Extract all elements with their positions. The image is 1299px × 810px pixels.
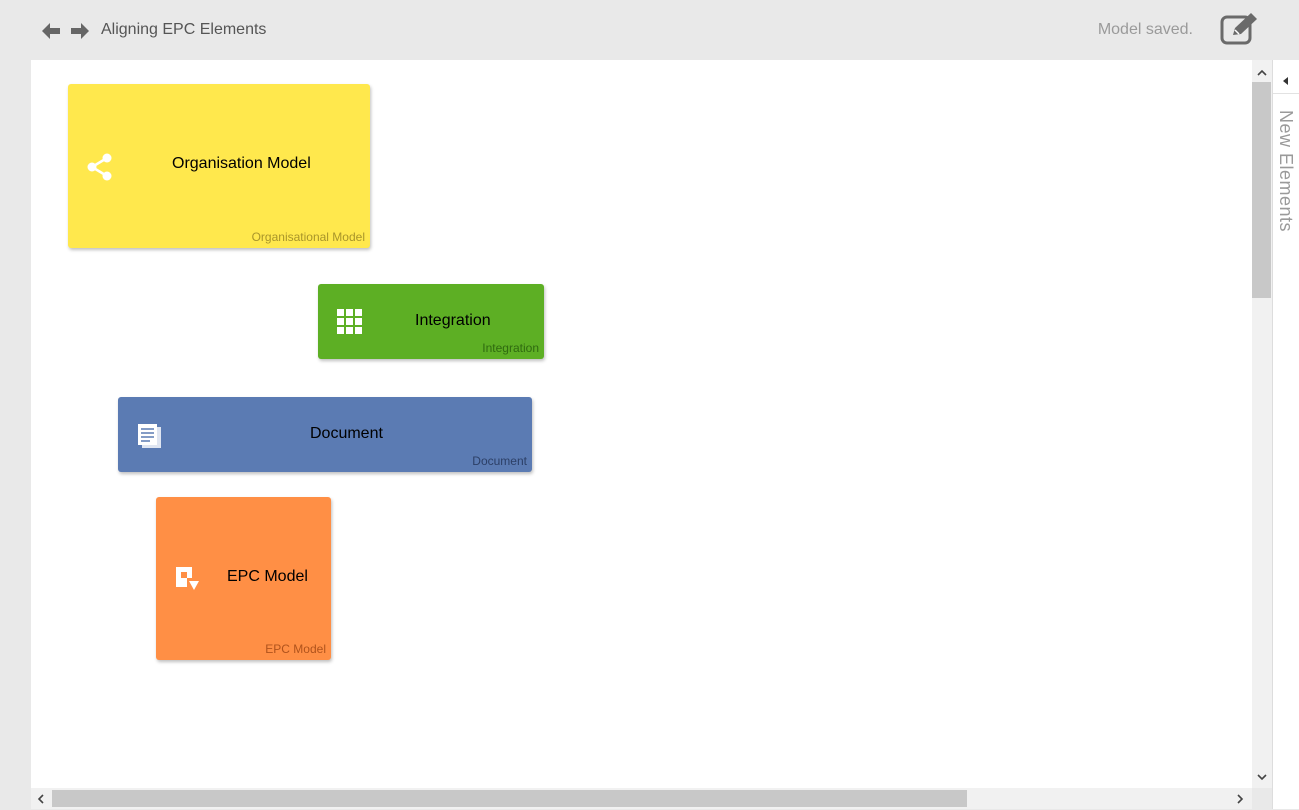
epc-model-icon [175, 566, 201, 597]
vertical-scroll-thumb[interactable] [1252, 82, 1271, 298]
element-type: Organisational Model [251, 230, 365, 244]
top-bar: Aligning EPC Elements Model saved. [0, 0, 1299, 60]
caret-left-icon[interactable] [1273, 68, 1299, 94]
share-icon [87, 153, 113, 186]
element-type: EPC Model [265, 642, 326, 656]
new-elements-label[interactable]: New Elements [1276, 110, 1296, 233]
scroll-left-icon[interactable] [35, 792, 47, 804]
edit-icon[interactable] [1219, 11, 1259, 47]
model-canvas[interactable]: Organisation Model Organisational Model … [31, 60, 1252, 788]
element-label: EPC Model [227, 568, 308, 585]
element-type: Document [472, 454, 527, 468]
element-document[interactable]: Document Document [118, 397, 532, 472]
document-icon [137, 423, 163, 454]
scroll-right-icon[interactable] [1234, 792, 1246, 804]
horizontal-scroll-thumb[interactable] [52, 790, 967, 807]
element-label: Integration [415, 312, 491, 329]
element-epc-model[interactable]: EPC Model EPC Model [156, 497, 331, 660]
vertical-scrollbar[interactable] [1252, 60, 1272, 788]
grid-icon [337, 309, 363, 340]
element-label: Document [310, 425, 383, 442]
element-label: Organisation Model [172, 155, 311, 172]
arrow-right-icon[interactable] [69, 20, 91, 42]
page-title: Aligning EPC Elements [101, 21, 267, 38]
scroll-down-icon[interactable] [1256, 770, 1268, 782]
scroll-up-icon[interactable] [1256, 66, 1268, 78]
new-elements-panel: New Elements [1272, 60, 1299, 809]
element-organisation-model[interactable]: Organisation Model Organisational Model [68, 84, 370, 248]
arrow-left-icon[interactable] [40, 20, 62, 42]
element-integration[interactable]: Integration Integration [318, 284, 544, 359]
element-type: Integration [482, 341, 539, 355]
horizontal-scrollbar[interactable] [31, 788, 1252, 809]
save-status: Model saved. [1097, 21, 1193, 38]
